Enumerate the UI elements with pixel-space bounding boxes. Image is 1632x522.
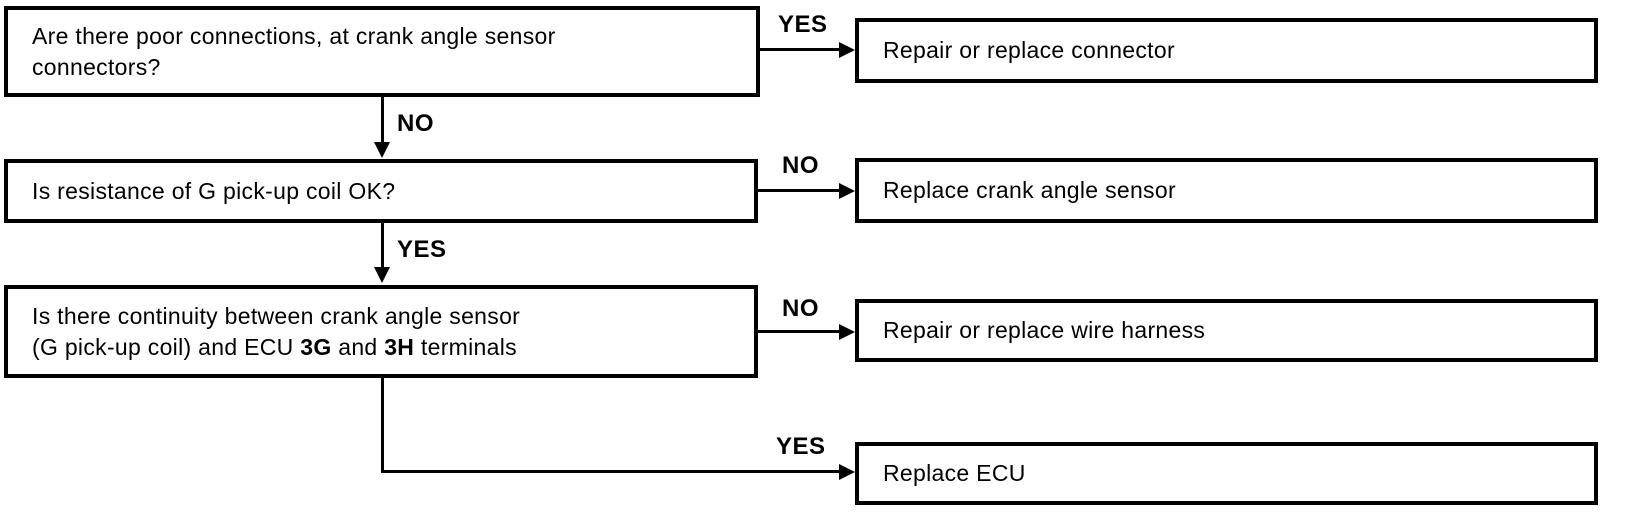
question-box-poor-connections: Are there poor connections, at crank ang… xyxy=(4,6,760,97)
branch-label-q1-yes: YES xyxy=(778,11,828,38)
question-text-line: Are there poor connections, at crank ang… xyxy=(32,22,556,49)
action-box-repair-replace-wire-harness: Repair or replace wire harness xyxy=(855,299,1598,362)
question-text-segment: and xyxy=(331,333,385,360)
action-box-repair-replace-connector: Repair or replace connector xyxy=(855,18,1598,83)
terminal-3g-label: 3G xyxy=(300,333,332,360)
arrowhead-right-icon xyxy=(839,324,855,340)
connector-q1-yes-line xyxy=(760,48,842,51)
connector-q3-yes-horizontal-line xyxy=(381,470,842,473)
question-text-line: Is resistance of G pick-up coil OK? xyxy=(32,177,396,204)
question-text-line: connectors? xyxy=(32,53,161,80)
branch-label-q1-no: NO xyxy=(397,110,434,137)
connector-q3-no-line xyxy=(758,330,842,333)
question-text-segment: (G pick-up coil) and ECU xyxy=(32,333,301,360)
branch-label-q3-yes: YES xyxy=(776,433,826,460)
connector-q3-yes-vertical-line xyxy=(381,378,384,473)
question-text-segment: terminals xyxy=(414,333,517,360)
arrowhead-down-icon xyxy=(374,142,390,158)
action-text: Repair or replace wire harness xyxy=(883,317,1206,343)
arrowhead-right-icon xyxy=(839,42,855,58)
question-box-resistance-pickup-coil: Is resistance of G pick-up coil OK? xyxy=(4,159,758,223)
arrowhead-right-icon xyxy=(839,464,855,480)
action-text: Repair or replace connector xyxy=(883,37,1175,63)
arrowhead-right-icon xyxy=(839,183,855,199)
question-text-line: (G pick-up coil) and ECU 3G and 3H termi… xyxy=(32,332,730,363)
connector-q1-no-line xyxy=(381,97,384,145)
branch-label-q2-no: NO xyxy=(782,152,819,179)
question-text-line: Is there continuity between crank angle … xyxy=(32,302,521,329)
branch-label-q2-yes: YES xyxy=(397,236,447,263)
connector-q2-no-line xyxy=(758,189,842,192)
connector-q2-yes-line xyxy=(381,223,384,270)
action-box-replace-ecu: Replace ECU xyxy=(855,442,1598,505)
action-text: Replace ECU xyxy=(883,460,1026,486)
terminal-3h-label: 3H xyxy=(384,333,415,360)
branch-label-q3-no: NO xyxy=(782,295,819,322)
action-box-replace-crank-angle-sensor: Replace crank angle sensor xyxy=(855,158,1598,223)
question-box-continuity-terminals: Is there continuity between crank angle … xyxy=(4,285,758,378)
arrowhead-down-icon xyxy=(374,267,390,283)
action-text: Replace crank angle sensor xyxy=(883,177,1176,203)
